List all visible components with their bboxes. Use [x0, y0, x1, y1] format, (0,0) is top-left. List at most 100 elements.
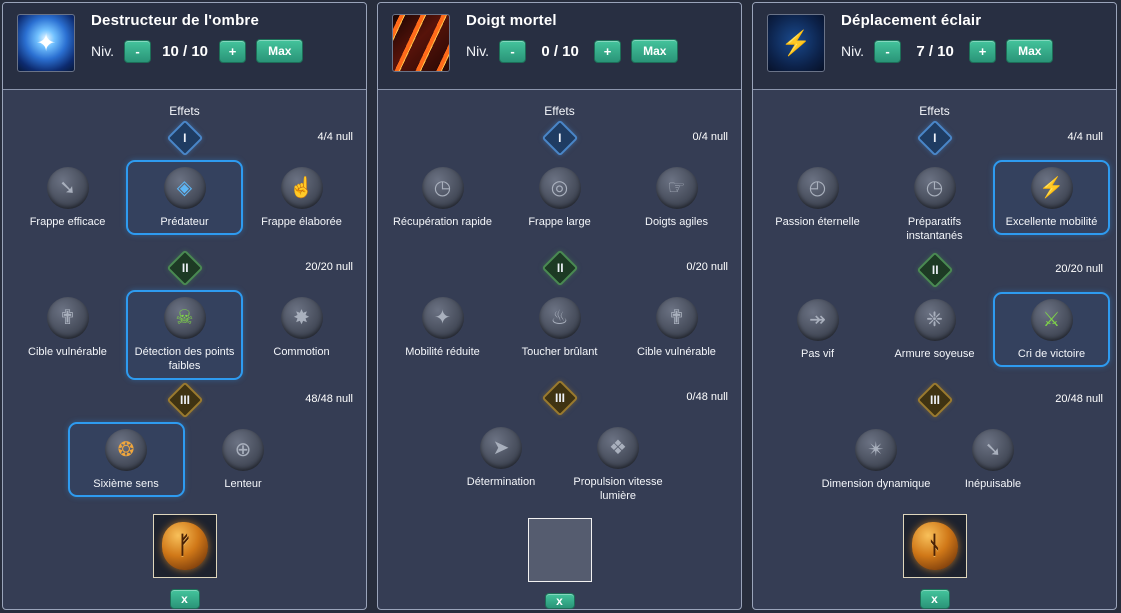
tripod-propulsion-vitesse-lumiere[interactable]: ❖ Propulsion vitesse lumière — [560, 420, 677, 510]
tier-points: 48/48 null — [305, 392, 353, 405]
tripod-icon: ✦ — [421, 297, 464, 339]
level-label: Niv. — [841, 43, 865, 59]
tier-2-diamond-icon: II — [541, 249, 578, 287]
tripod-pas-vif[interactable]: ↠ Pas vif — [759, 292, 876, 367]
tripod-lenteur[interactable]: ⊕ Lenteur — [185, 422, 302, 497]
tripod-predateur[interactable]: ◈ Prédateur — [126, 160, 243, 236]
tripod-label: Cible vulnérable — [637, 346, 716, 358]
falling-strike-icon: ➘ — [984, 438, 1002, 461]
tier-points: 4/4 null — [1067, 131, 1103, 143]
tripod-preparatifs-instantanes[interactable]: ◷ Préparatifs instantanés — [876, 160, 993, 250]
tripod-icon: ➤ — [480, 427, 522, 469]
tripod-label: Inépuisable — [964, 477, 1022, 490]
tripod-sixieme-sens[interactable]: ❂ Sixième sens — [67, 421, 185, 497]
tier-3-skills: ➤ Détermination ❖ Propulsion vitesse lum… — [378, 420, 741, 510]
level-decrease-button[interactable]: - — [874, 39, 902, 63]
remove-skill-button[interactable]: x — [169, 588, 200, 609]
rune-glyph: ᚾ — [927, 531, 942, 559]
tripod-icon: ❂ — [105, 428, 147, 471]
tier-points: 4/4 null — [317, 131, 353, 143]
predator-icon: ◈ — [176, 177, 193, 199]
tripod-determination[interactable]: ➤ Détermination — [443, 420, 560, 495]
agile-hand-icon: ☞ — [667, 177, 686, 199]
tripod-cible-vulnerable[interactable]: ✟ Cible vulnérable — [9, 290, 126, 365]
tier-3-diamond-icon: III — [916, 381, 953, 418]
tripod-label: Lenteur — [224, 477, 262, 490]
panel-header: ⚡ Déplacement éclair Niv. - 7 / 10 + Max — [753, 3, 1116, 90]
tripod-frappe-efficace[interactable]: ➘ Frappe efficace — [9, 160, 126, 235]
level-increase-button[interactable]: + — [594, 39, 622, 63]
tripod-inepuisable[interactable]: ➘ Inépuisable — [935, 422, 1052, 497]
tripod-label: Frappe efficace — [29, 216, 106, 228]
swift-step-icon: ↠ — [809, 308, 826, 331]
tier-numeral: II — [556, 260, 563, 275]
skill-panel-doigt-mortel: Doigt mortel Niv. - 0 / 10 + Max Effets … — [377, 2, 742, 610]
tripod-mobilite-reduite[interactable]: ✦ Mobilité réduite — [384, 290, 501, 365]
tier-numeral: I — [557, 131, 562, 145]
propulsion-icon: ❖ — [609, 437, 627, 459]
level-max-button[interactable]: Max — [256, 39, 304, 63]
tier-points: 20/48 null — [1055, 392, 1103, 405]
tripod-label: Commotion — [273, 346, 330, 358]
tier-2-row: II 20/20 null — [753, 250, 1116, 292]
hourglass-icon: ◷ — [925, 177, 944, 199]
tripod-label: Armure soyeuse — [894, 347, 975, 360]
rune-slot[interactable]: ᚾ — [902, 513, 967, 578]
tier-1-row: I 0/4 null — [378, 118, 741, 160]
tripod-frappe-elaboree[interactable]: ☝ Frappe élaborée — [243, 160, 360, 235]
tier-2-skills: ✦ Mobilité réduite ♨ Toucher brûlant ✟ C… — [378, 290, 741, 378]
level-increase-button[interactable]: + — [969, 39, 997, 63]
tripod-cible-vulnerable[interactable]: ✟ Cible vulnérable — [618, 290, 735, 365]
level-value: 0 / 10 — [541, 42, 579, 60]
tier-3-diamond-icon: III — [541, 379, 578, 417]
tripod-commotion[interactable]: ✸ Commotion — [243, 290, 360, 365]
strike-icon: ➘ — [59, 177, 76, 199]
skill-title: Déplacement éclair — [841, 12, 982, 29]
tripod-icon: ✴ — [855, 428, 897, 471]
level-max-button[interactable]: Max — [1006, 39, 1054, 63]
tripod-icon: ❖ — [597, 427, 639, 469]
effects-label: Effets — [169, 104, 200, 118]
tripod-dimension-dynamique[interactable]: ✴ Dimension dynamique — [818, 422, 935, 497]
rune-row — [527, 517, 592, 582]
remove-skill-button[interactable]: x — [919, 588, 950, 609]
tripod-label: Cible vulnérable — [28, 346, 107, 358]
tripod-passion-eternelle[interactable]: ◴ Passion éternelle — [759, 160, 876, 235]
tier-1-diamond-icon: I — [541, 119, 578, 157]
remove-skill-button[interactable]: x — [544, 592, 575, 609]
tier-1-row: I 4/4 null — [3, 118, 366, 160]
tripod-label: Sixième sens — [93, 477, 159, 490]
slow-target-icon: ⊕ — [234, 438, 252, 461]
blue-runner-icon: ⚡ — [1039, 177, 1064, 199]
level-max-button[interactable]: Max — [631, 39, 679, 63]
burst-icon: ✸ — [293, 307, 310, 329]
ghost-hand-icon: ✟ — [668, 307, 685, 329]
tripod-label: Détection des points faibles — [134, 346, 235, 373]
tier-1-skills: ◴ Passion éternelle ◷ Préparatifs instan… — [753, 160, 1116, 250]
tripod-detection-points-faibles[interactable]: ☠ Détection des points faibles — [126, 290, 243, 380]
tripod-excellente-mobilite[interactable]: ⚡ Excellente mobilité — [993, 160, 1110, 236]
rune-stone-icon: ᚠ — [161, 521, 208, 570]
tripod-label: Mobilité réduite — [405, 346, 480, 358]
ghost-hand-icon: ✟ — [59, 307, 76, 329]
tripod-toucher-brulant[interactable]: ♨ Toucher brûlant — [501, 290, 618, 365]
rune-slot-empty[interactable] — [527, 517, 592, 582]
red-claws-skill-icon[interactable] — [392, 14, 450, 72]
rune-slot[interactable]: ᚠ — [152, 513, 217, 578]
tier-3-skills: ✴ Dimension dynamique ➘ Inépuisable — [753, 422, 1116, 506]
shadow-orb-skill-icon[interactable]: ✦ — [17, 14, 75, 72]
tripod-doigts-agiles[interactable]: ☞ Doigts agiles — [618, 160, 735, 235]
silk-armor-icon: ❈ — [926, 308, 943, 331]
tripod-recuperation-rapide[interactable]: ◷ Récupération rapide — [384, 160, 501, 235]
tripod-label: Dimension dynamique — [821, 477, 931, 490]
tripod-frappe-large[interactable]: ◎ Frappe large — [501, 160, 618, 235]
lightning-runner-skill-icon[interactable]: ⚡ — [767, 14, 825, 72]
level-decrease-button[interactable]: - — [499, 39, 527, 63]
level-increase-button[interactable]: + — [219, 39, 247, 63]
level-decrease-button[interactable]: - — [124, 39, 152, 63]
tripod-armure-soyeuse[interactable]: ❈ Armure soyeuse — [876, 292, 993, 367]
tripod-cri-de-victoire[interactable]: ⚔ Cri de victoire — [993, 291, 1110, 367]
tier-3-row: III 0/48 null — [378, 378, 741, 420]
orange-swirl-icon: ❂ — [117, 438, 135, 461]
tier-3-diamond-icon: III — [166, 381, 203, 418]
